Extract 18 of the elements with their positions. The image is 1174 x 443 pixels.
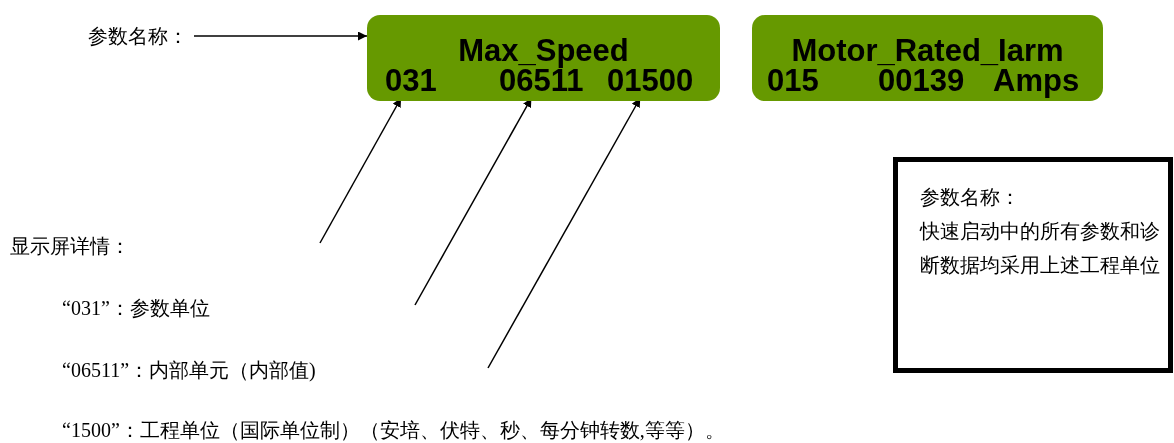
arrow <box>193 31 368 41</box>
parameter-unit-value: 015 <box>767 65 819 96</box>
engineering-unit: Amps <box>993 65 1080 96</box>
parameter-name: Max_Speed <box>457 35 630 66</box>
note-text: 快速启动中的所有参数和诊断数据均采用上述工程单位 <box>920 219 1161 278</box>
engineering-value: 01500 <box>607 65 694 96</box>
display-details-heading: 显示屏详情： <box>10 234 130 258</box>
display-panel <box>752 15 1103 101</box>
legend-text: “06511”：内部单元（内部值) <box>62 358 316 382</box>
legend-text: “1500”：工程单位（国际单位制）（安培、伏特、秒、每分钟转数,等等）。 <box>62 418 725 442</box>
note-box <box>893 157 1173 373</box>
parameter-name-label: 参数名称： <box>88 24 188 48</box>
parameter-name: Motor_Rated_Iarm <box>790 35 1065 66</box>
parameter-unit-value: 031 <box>385 65 437 96</box>
note-heading: 参数名称： <box>920 185 1021 210</box>
internal-value: 00139 <box>878 65 965 96</box>
display-panel <box>367 15 720 101</box>
legend-text: “031”：参数单位 <box>62 296 210 320</box>
